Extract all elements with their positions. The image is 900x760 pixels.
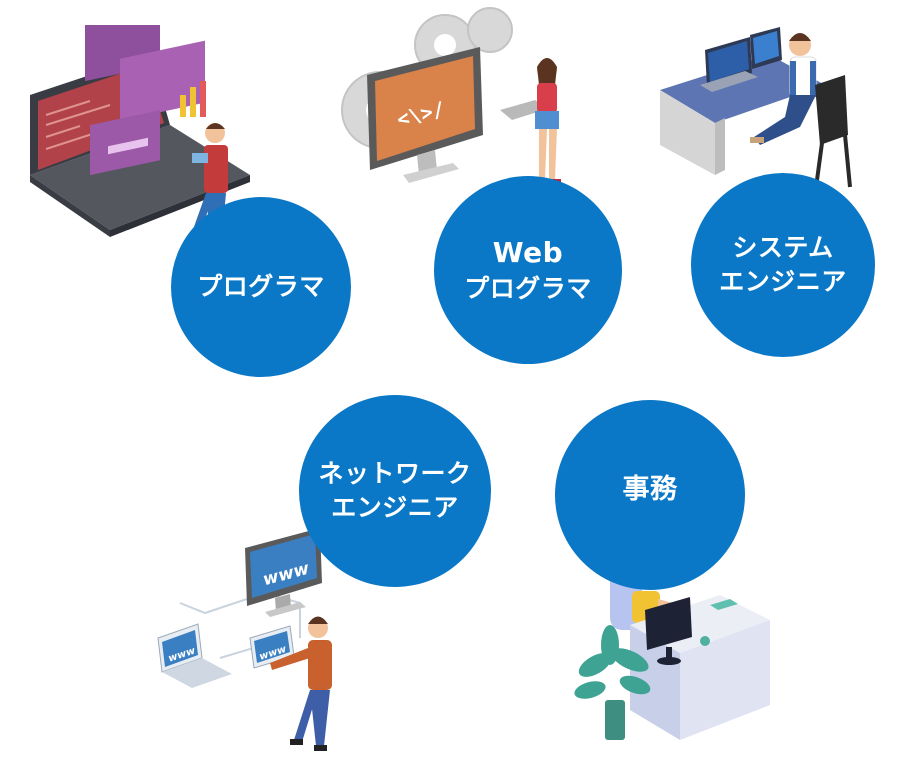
- role-circle-web-programmer: Web プログラマ: [434, 176, 622, 364]
- role-label-network-engineer-2: エンジニア: [331, 493, 459, 522]
- role-label-web-programmer-2: プログラマ: [464, 274, 592, 304]
- office-illustration: [574, 560, 770, 740]
- role-circle-network-engineer: ネットワーク エンジニア: [299, 395, 491, 587]
- role-label-system-engineer-2: エンジニア: [719, 267, 847, 296]
- role-circle-system-engineer: システム エンジニア: [691, 173, 875, 357]
- role-label-programmer-1: プログラマ: [197, 272, 325, 302]
- system-engineer-illustration: [660, 27, 852, 196]
- role-circle-office-work: 事務: [555, 400, 745, 590]
- role-circle-programmer: プログラマ: [171, 197, 351, 377]
- role-label-web-programmer-1: Web: [492, 236, 564, 270]
- role-label-office-work-1: 事務: [622, 473, 678, 505]
- network-engineer-illustration: www www www: [157, 528, 332, 751]
- role-label-network-engineer-1: ネットワーク: [318, 459, 472, 489]
- web-programmer-illustration: <\>/: [341, 7, 561, 185]
- role-label-system-engineer-1: システム: [732, 233, 834, 263]
